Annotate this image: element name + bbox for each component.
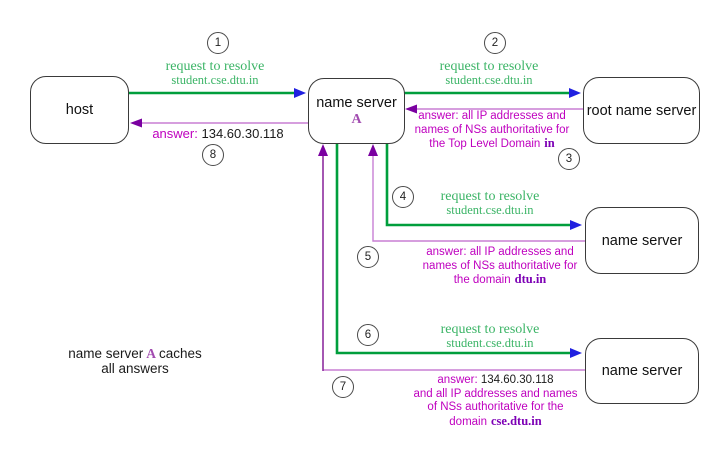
step7-answer-line4: domain cse.dtu.in [398,413,593,430]
step1-request-hostname: student.cse.dtu.in [171,73,259,87]
step5-answer-line2: names of NSs authoritative for [422,259,578,272]
caption-server-a: A [146,346,156,361]
step2-arrowhead-icon [569,88,581,98]
node-host: host [30,76,129,144]
step-1-badge: 1 [207,32,229,54]
step7-answer-line1: answer: 134.60.30.118 [398,374,593,388]
step4-arrowhead-icon [570,220,582,230]
step-6-number: 6 [364,329,372,341]
node-tld-name-server: name server [585,207,699,274]
step-8-number: 8 [209,149,217,161]
step-3-number: 3 [565,153,573,165]
step-2-number: 2 [491,37,499,49]
step5-answer-line [372,154,585,242]
step5-answer-line3-text: the domain [453,274,511,286]
step8-answer-ip: 134.60.30.118 [201,126,284,141]
step6-request-hostname: student.cse.dtu.in [446,336,534,350]
node-root-name-server: root name server [583,77,700,144]
step-5-number: 5 [364,251,372,263]
step4-request-hostname: student.cse.dtu.in [446,203,534,217]
node-root-name-server-label: root name server [586,102,697,119]
step5-arrowhead-icon [368,144,378,156]
node-name-server-a-sublabel: A [351,112,362,127]
step7-arrowhead-icon [318,144,328,156]
step-1-number: 1 [214,37,222,49]
node-name-server-a-label: name server [316,95,397,111]
step7-answer-prefix: answer: [437,374,478,386]
step8-answer-prefix: answer: [152,126,198,141]
step-4-badge: 4 [392,186,414,208]
step2-request-hostname: student.cse.dtu.in [445,73,533,87]
step-6-badge: 6 [357,324,379,346]
step5-answer-line1: answer: all IP addresses and [426,246,574,258]
step7-answer-ip: 134.60.30.118 [480,374,554,386]
step-7-number: 7 [339,381,347,393]
step6-arrowhead-icon [570,348,582,358]
step-2-badge: 2 [484,32,506,54]
step8-arrowhead-icon [130,118,142,128]
caption-line2: all answers [101,361,169,376]
step1-arrowhead-icon [294,88,306,98]
step1-request-line1: request to resolve [165,59,265,74]
step8-answer-label: answer: 134.60.30.118 [128,127,308,141]
node-domain-name-server: name server [585,338,699,404]
step5-domain-name: dtu.in [514,272,547,286]
caption-part1: name server [68,346,144,361]
step7-answer-line3: of NSs authoritative for the [427,401,564,413]
step3-arrowhead-icon [405,104,417,114]
step7-answer-label: answer: 134.60.30.118 and all IP address… [398,374,593,429]
step5-answer-label: answer: all IP addresses and names of NS… [405,246,595,288]
step3-answer-line1: answer: all IP addresses and [418,110,566,122]
node-host-label: host [65,102,94,118]
step-4-number: 4 [399,191,407,203]
node-tld-name-server-label: name server [601,232,683,249]
step4-request-line1: request to resolve [440,189,540,204]
step2-request-label: request to resolve student.cse.dtu.in [399,59,579,87]
step3-answer-line3-text: the Top Level Domain [429,138,541,150]
step-8-badge: 8 [202,144,224,166]
step4-request-line [385,142,577,227]
step7-answer-line4-text: domain [449,415,487,428]
step4-request-label: request to resolve student.cse.dtu.in [410,189,570,217]
step6-request-line [335,142,577,355]
step7-answer-line2: and all IP addresses and names [413,387,578,400]
step-3-badge: 3 [558,148,580,170]
step1-request-label: request to resolve student.cse.dtu.in [125,59,305,87]
step-5-badge: 5 [357,246,379,268]
step-7-badge: 7 [332,376,354,398]
step2-request-line1: request to resolve [439,59,539,74]
step3-tld-name: in [544,136,555,150]
step3-answer-line2: names of NSs authoritative for [414,123,570,136]
step7-domain-name: cse.dtu.in [491,413,542,428]
step3-answer-label: answer: all IP addresses and names of NS… [402,110,582,152]
step6-request-label: request to resolve student.cse.dtu.in [400,322,580,350]
step6-request-line1: request to resolve [440,322,540,337]
node-domain-name-server-label: name server [601,363,683,379]
caption-part2: caches [159,346,202,361]
node-name-server-a: name server A [308,78,405,144]
